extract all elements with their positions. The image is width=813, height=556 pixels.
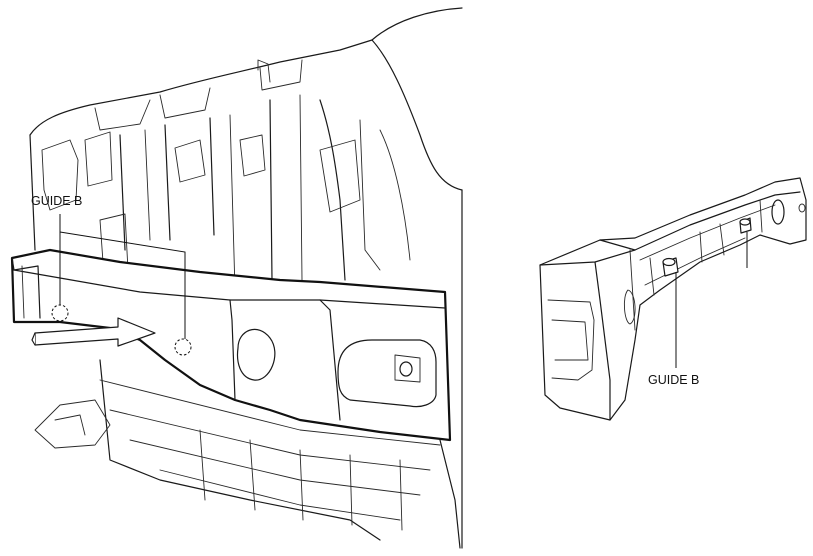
guide-b-left-callout: GUIDE B (31, 194, 186, 339)
bumper-reinforcement-left-view (10, 248, 452, 442)
guide-b-pin-front (662, 257, 679, 277)
guide-b-hole-center (174, 338, 192, 356)
vehicle-front-structure (29, 7, 463, 549)
guide-b-left-label: GUIDE B (31, 194, 82, 208)
guide-b-right-callout: GUIDE B (648, 232, 748, 387)
guide-b-right-label: GUIDE B (648, 373, 699, 387)
guide-b-pin-rear (739, 217, 752, 234)
bumper-reinforcement-detail-view (539, 177, 807, 421)
removal-direction-arrow (31, 317, 156, 347)
